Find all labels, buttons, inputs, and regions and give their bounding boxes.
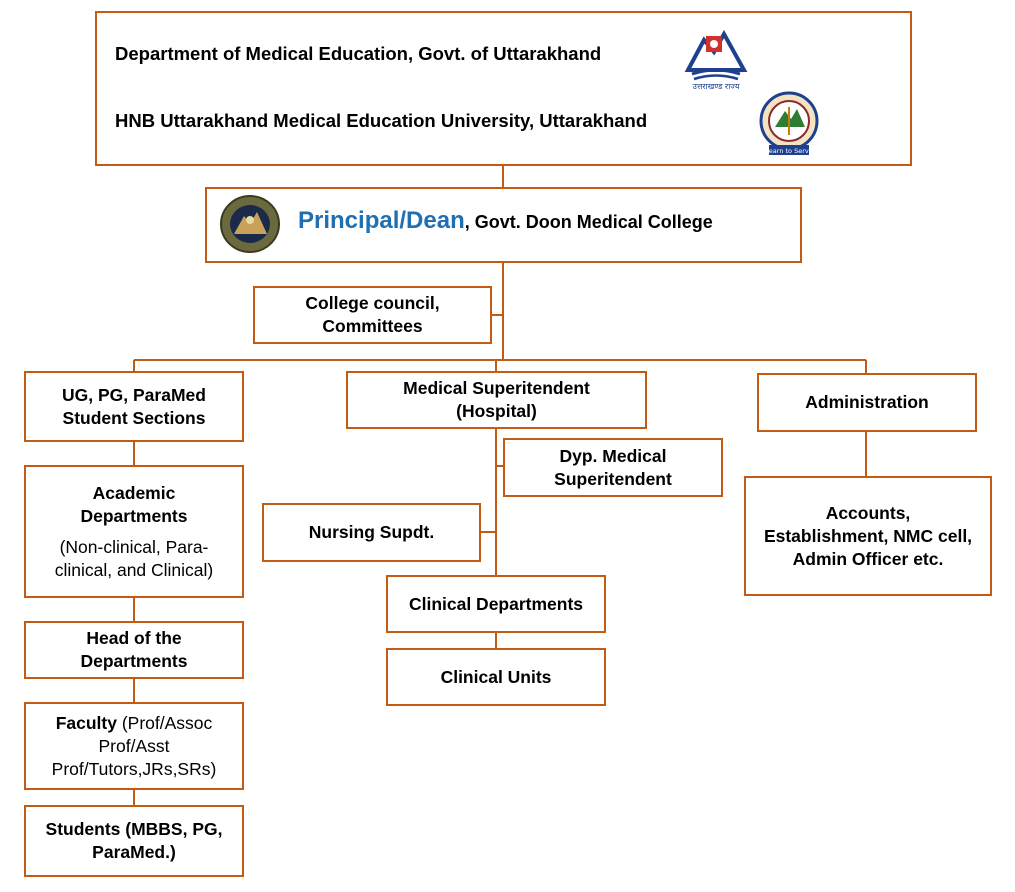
clinical-departments-label: Clinical Departments [408, 593, 584, 614]
clinical-units-label: Clinical Units [440, 666, 552, 687]
college-council-line2: Committees [322, 316, 423, 336]
faculty-line1: Faculty (Prof/Assoc [56, 712, 213, 735]
student-sections-line1: UG, PG, ParaMed [62, 384, 206, 405]
principal-box [205, 187, 802, 263]
accounts-line1: Accounts, [825, 502, 911, 523]
students-line2: ParaMed.) [92, 842, 176, 862]
university-logo: Learn to Serve [755, 89, 823, 157]
student-sections-box: UG, PG, ParaMed Student Sections [24, 371, 244, 442]
hod-box: Head of the Departments [24, 621, 244, 679]
medical-superintendent-box: Medical Superitendent (Hospital) [346, 371, 647, 429]
faculty-line3: Prof/Tutors,JRs,SRs) [51, 758, 217, 779]
faculty-box: Faculty (Prof/Assoc Prof/Asst Prof/Tutor… [24, 702, 244, 790]
uttarakhand-state-logo: उत्तराखण्ड राज्य [684, 26, 748, 92]
principal-college: , Govt. Doon Medical College [464, 212, 713, 232]
academic-line1: Academic [92, 482, 176, 503]
accounts-box: Accounts, Establishment, NMC cell, Admin… [744, 476, 992, 596]
clinical-units-box: Clinical Units [386, 648, 606, 706]
academic-line4: clinical, and Clinical) [54, 559, 214, 580]
university-title: HNB Uttarakhand Medical Education Univer… [115, 110, 648, 131]
faculty-label: Faculty [55, 712, 117, 733]
hod-line1: Head of the [86, 628, 182, 648]
svg-text:उत्तराखण्ड राज्य: उत्तराखण्ड राज्य [693, 82, 740, 91]
accounts-line2: Establishment, NMC cell, [763, 525, 973, 546]
nursing-supdt-box: Nursing Supdt. [262, 503, 481, 562]
academic-departments-box: Academic Departments (Non-clinical, Para… [24, 465, 244, 598]
faculty-line1-rest: (Prof/Assoc [116, 712, 213, 733]
administration-box: Administration [757, 373, 977, 432]
principal-title: Principal/Dean [298, 207, 465, 234]
deputy-ms-line2: Superitendent [554, 468, 672, 489]
principal-label: Principal/Dean, Govt. Doon Medical Colle… [298, 207, 713, 235]
administration-label: Administration [805, 392, 929, 412]
clinical-departments-box: Clinical Departments [386, 575, 606, 633]
hod-line2: Departments [80, 651, 188, 671]
svg-text:Learn to Serve: Learn to Serve [765, 147, 812, 155]
accounts-line3: Admin Officer etc. [792, 548, 944, 569]
deputy-medical-superintendent-box: Dyp. Medical Superitendent [503, 438, 723, 497]
students-box: Students (MBBS, PG, ParaMed.) [24, 805, 244, 877]
student-sections-line2: Student Sections [62, 407, 206, 428]
faculty-line2: Prof/Asst [98, 735, 170, 756]
college-logo [219, 194, 281, 254]
nursing-supdt-label: Nursing Supdt. [308, 522, 435, 542]
medical-superintendent-line1: Medical Superitendent [403, 378, 590, 398]
college-council-line1: College council, [305, 293, 440, 313]
academic-line2: Departments [80, 505, 188, 526]
college-council-box: College council, Committees [253, 286, 492, 344]
students-line1: Students (MBBS, PG, [45, 819, 223, 839]
medical-superintendent-line2: (Hospital) [456, 401, 537, 421]
deputy-ms-line1: Dyp. Medical [559, 445, 667, 466]
academic-line3: (Non-clinical, Para- [59, 536, 209, 557]
dept-title: Department of Medical Education, Govt. o… [115, 43, 602, 64]
